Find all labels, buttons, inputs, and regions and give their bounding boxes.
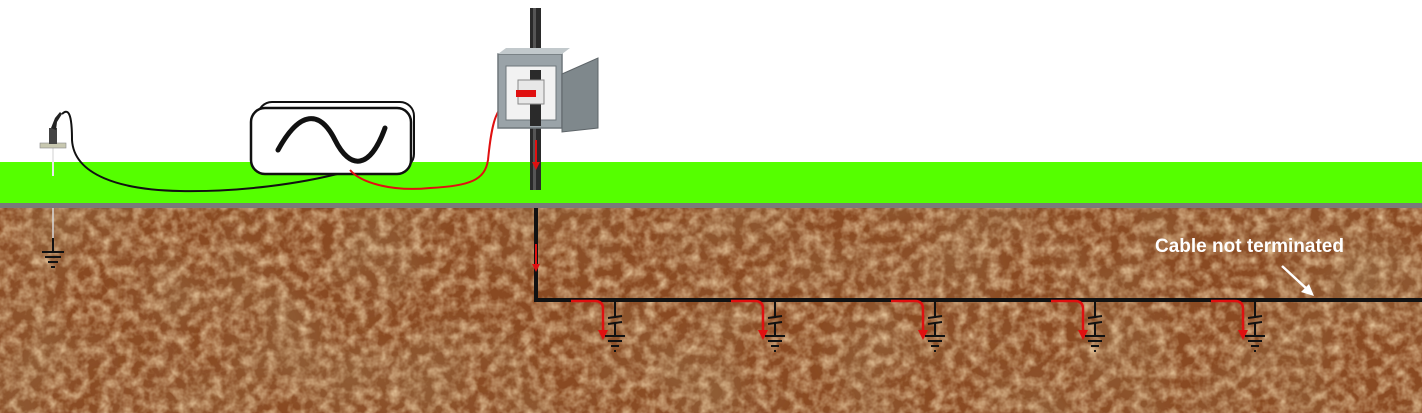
leakage-arrowhead — [598, 330, 608, 340]
leakage-arrowhead — [1238, 330, 1248, 340]
leakage-arrowhead — [918, 330, 928, 340]
capacitive-leak — [891, 299, 945, 352]
leakage-arrowhead — [1078, 330, 1088, 340]
ground-lead-wire — [61, 110, 346, 193]
capacitor-icon — [765, 302, 785, 352]
capacitive-leak — [1211, 299, 1265, 352]
ground-surface-line — [0, 203, 1422, 208]
leakage-current-arrow — [891, 299, 925, 330]
leakage-current-arrow — [1211, 299, 1245, 330]
leakage-current-arrow — [1051, 299, 1085, 330]
capacitor-icon — [925, 302, 945, 352]
soil-layer — [0, 208, 1422, 413]
capacitor-icon — [1245, 302, 1265, 352]
capacitive-leak — [731, 299, 785, 352]
annotation-arrowhead — [1301, 284, 1314, 296]
leakage-current-arrow — [731, 299, 765, 330]
earth-ground-icon — [42, 238, 64, 268]
buried-cable — [534, 208, 1422, 302]
grass-surface — [0, 162, 1422, 204]
capacitive-leak — [1051, 299, 1105, 352]
junction-box-icon — [497, 48, 599, 133]
sky-background — [0, 0, 1422, 162]
annotation-arrow — [1281, 265, 1309, 291]
sine-wave-transmitter-icon — [249, 101, 415, 176]
annotation-label: Cable not terminated — [1155, 236, 1344, 257]
capacitor-icon — [605, 302, 625, 352]
capacitive-leak-group — [571, 299, 1265, 352]
signal-lead-wire — [349, 97, 516, 190]
annotation-cable-not-terminated: Cable not terminated — [1155, 236, 1344, 296]
leakage-current-arrow — [571, 299, 605, 330]
capacitive-leak — [571, 299, 625, 352]
capacitor-icon — [1085, 302, 1105, 352]
leakage-arrowhead — [758, 330, 768, 340]
